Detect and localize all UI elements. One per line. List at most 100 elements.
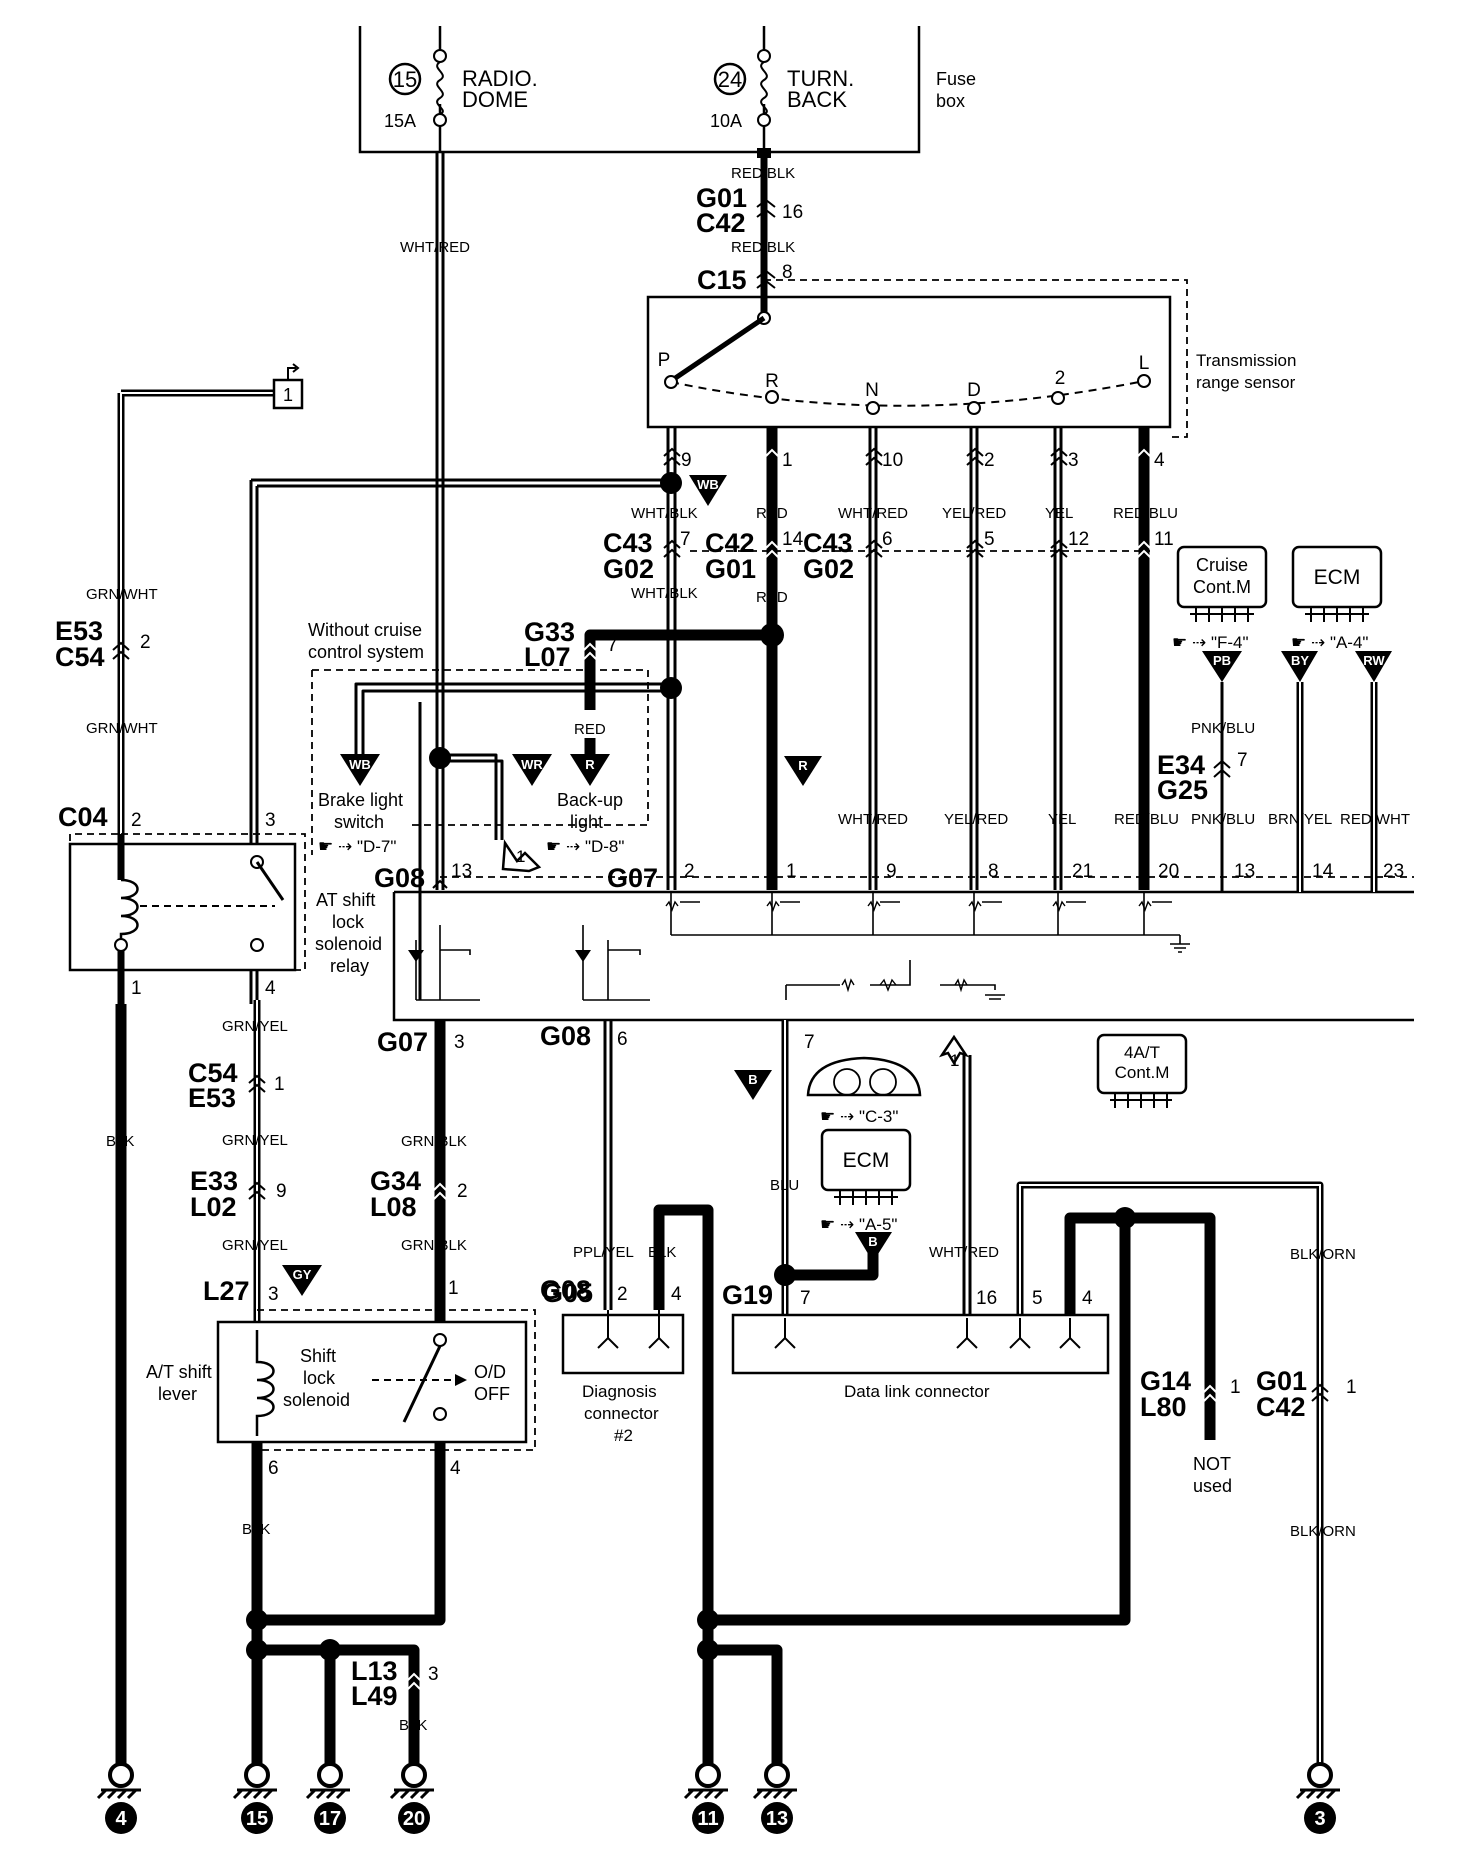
pin-7-bottom: 7 [804, 1032, 815, 1053]
pin-3-l13: 3 [428, 1664, 439, 1685]
lower-left-wires: BLK GRN/YEL C54 E53 1 GRN/YEL E33 L02 9 … [106, 1000, 468, 1775]
wire-label-blk-1: BLK [106, 1133, 134, 1150]
red-blk-feed: RED/BLK G01 C42 16 RED/BLK C15 8 [696, 148, 803, 295]
pin-g07-2: 2 [684, 861, 695, 882]
relay-label-4: relay [330, 956, 369, 976]
fuse-15-name-2: DOME [462, 87, 528, 112]
connector-g01-bottom: G01 [1256, 1366, 1307, 1396]
ecm-top-ref: ☛ ⇢ "A-4" [1291, 633, 1368, 652]
connector-e53-low: E53 [188, 1083, 236, 1113]
pin-1-g14: 1 [1230, 1377, 1241, 1398]
diag-label: Diagnosis [582, 1382, 657, 1401]
arrow-ref-2-shape [938, 1034, 970, 1066]
arrow-ref-1: 1 [516, 847, 525, 866]
pin-g07-21: 21 [1072, 861, 1093, 882]
pin-12-c43: 12 [1068, 529, 1089, 550]
wire-label-blu: BLU [770, 1177, 799, 1194]
triangle-gy-text: GY [293, 1267, 312, 1282]
wire-label-grn-blk-1: GRN/BLK [401, 1133, 467, 1150]
pin-2-g34: 2 [457, 1181, 468, 1202]
fuse-15-number: 15 [393, 67, 417, 92]
ecm-top-module: ECM ☛ ⇢ "A-4" BY RW [1281, 545, 1392, 892]
connector-l27: L27 [203, 1276, 250, 1306]
arrow-ref-2: 1 [950, 1051, 959, 1070]
sensor-pin-1: 1 [782, 450, 793, 471]
triangle-by-text: BY [1291, 653, 1309, 668]
wire-label-wht-blk-2: WHT/BLK [631, 585, 698, 602]
connector-l13: L13 [351, 1656, 398, 1686]
pin-g07-13: 13 [1234, 861, 1255, 882]
wire-label-yel-low: YEL [1048, 811, 1076, 828]
connector-g02-right: G02 [803, 554, 854, 584]
sensor-pin-10: 10 [882, 450, 903, 471]
fuse-15-rating: 15A [384, 111, 416, 131]
triangle-b-1-text: B [748, 1072, 757, 1087]
grn-wht-feed: 1 GRN/WHT E53 C54 2 GRN/WHT [55, 363, 304, 834]
lever-label: A/T shift [146, 1362, 212, 1382]
triangle-wb-1-text: WB [697, 477, 719, 492]
ground-15-label: 15 [246, 1808, 268, 1830]
fuse-24-name: TURN. [787, 66, 854, 91]
solenoid-label-3: solenoid [283, 1390, 350, 1410]
pin-g07-8: 8 [988, 861, 999, 882]
solenoid-label: Shift [300, 1346, 336, 1366]
arrow-ref-1-shape [501, 839, 542, 873]
cruise-ref: ☛ ⇢ "F-4" [1172, 633, 1249, 652]
connector-g25: G25 [1157, 775, 1208, 805]
connector-g01-mid: G01 [705, 554, 756, 584]
relay-label-3: solenoid [315, 934, 382, 954]
pin-2-e53: 2 [140, 632, 151, 653]
connector-c15: C15 [697, 265, 747, 295]
connector-c42-bottom: C42 [1256, 1392, 1306, 1422]
fuse-15-name: RADIO. [462, 66, 538, 91]
not-used-branch: G14 L80 1 NOT used BLK/ORN G01 C42 1 BLK… [1140, 1246, 1357, 1540]
ground-20: 20 [389, 1762, 434, 1834]
triangle-wr [512, 754, 552, 786]
connector-c54-low: C54 [188, 1058, 238, 1088]
cruise-label-2: Cont.M [1193, 577, 1251, 597]
wire-label-pnk-blu-1: PNK/BLU [1191, 720, 1255, 737]
pin-1-solenoid: 1 [448, 1278, 459, 1299]
pin-2-g05: 2 [617, 1284, 628, 1305]
brake-light-label-2: switch [334, 812, 384, 832]
wire-label-blk-sol: BLK [242, 1521, 270, 1538]
wire-label-wht-red-dlc: WHT/RED [929, 1244, 999, 1261]
wire-label-red-blu-l: RED/BLU [1113, 505, 1178, 522]
wire-label-red-1: RED [756, 505, 788, 522]
fuse-24-rating: 10A [710, 111, 742, 131]
pin-7-e34: 7 [1237, 750, 1248, 771]
triangle-rw [1355, 651, 1392, 682]
ground-11: 11 [683, 1762, 728, 1834]
triangle-by [1281, 651, 1318, 682]
connector-g08-bottom: G08 [540, 1275, 591, 1305]
pin-8: 8 [782, 262, 793, 283]
pin-4-g05: 4 [671, 1284, 682, 1305]
ground-3: 3 [1295, 1762, 1340, 1834]
pin-16: 16 [782, 202, 803, 223]
pin-7-c43: 7 [680, 529, 691, 550]
pin-g07-23: 23 [1383, 861, 1404, 882]
wire-label-red-2: RED [756, 589, 788, 606]
connector-c42-top: C42 [696, 208, 746, 238]
wire-label-red-blk-2: RED/BLK [731, 239, 795, 256]
ground-20-label: 20 [403, 1808, 425, 1830]
wire-label-wht-blk-1: WHT/BLK [631, 505, 698, 522]
connector-g02-left: G02 [603, 554, 654, 584]
connector-l49: L49 [351, 1681, 398, 1711]
sensor-pos-l: L [1139, 353, 1150, 374]
connector-e53: E53 [55, 616, 103, 646]
pin-7-g19: 7 [800, 1288, 811, 1309]
connector-g34: G34 [370, 1166, 421, 1196]
connector-g07-top: G07 [607, 863, 658, 893]
wire-label-yel-red-d: YEL/RED [942, 505, 1006, 522]
triangle-wr-text: WR [521, 757, 543, 772]
pin-g07-14: 14 [1312, 861, 1334, 882]
cruise-label: Cruise [1196, 555, 1248, 575]
triangle-r-2 [784, 756, 822, 786]
fuse-24-number: 24 [718, 67, 742, 92]
triangle-rw-text: RW [1363, 653, 1385, 668]
dlc-label: Data link connector [844, 1382, 990, 1401]
sensor-pin-3: 3 [1068, 450, 1079, 471]
connector-e34: E34 [1157, 750, 1205, 780]
od-off-label-2: OFF [474, 1384, 510, 1404]
